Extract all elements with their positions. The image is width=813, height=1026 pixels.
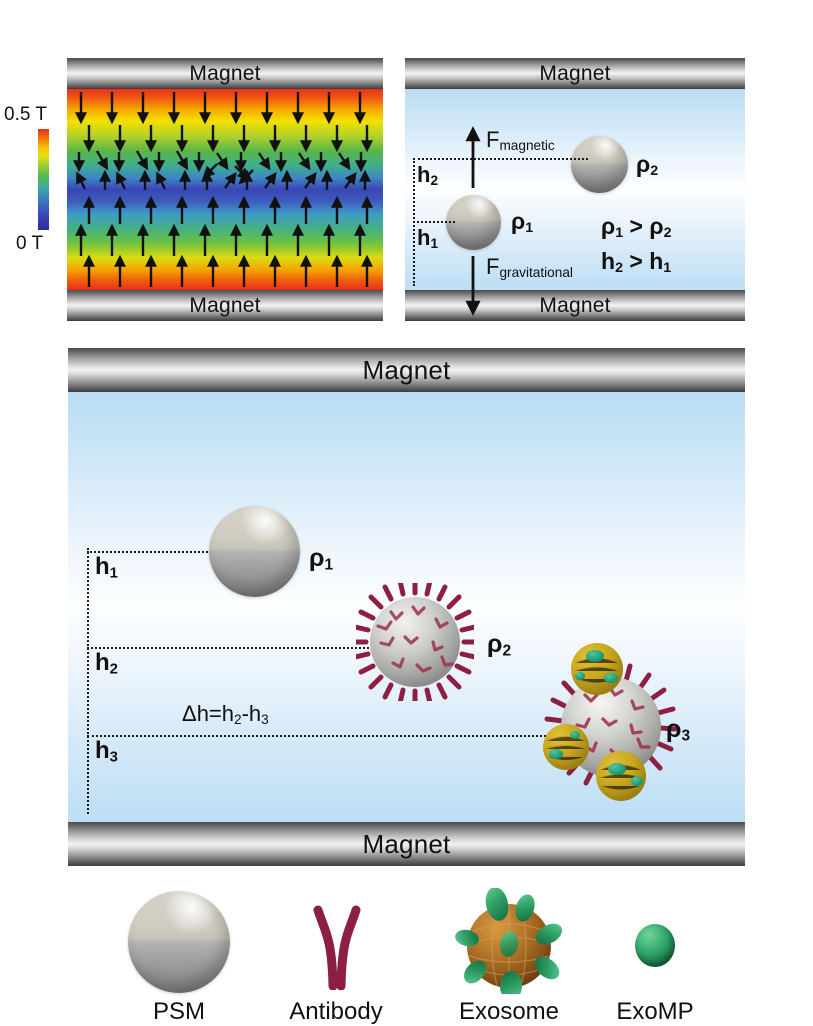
captured-exosome-left [543,724,589,770]
delta-h-label: Δh=h2-h3 [182,701,269,727]
legend-icon-exosome [453,887,565,1001]
f-gravitational-label: Fgravitational [486,254,573,280]
legend-label-exomp: ExoMP [616,998,694,1025]
h1-leader-line [413,221,455,223]
h2-label-panel3: h2 [95,649,118,678]
top-magnet-label-panel1: Magnet [189,61,261,85]
legend-icon-psm [128,891,230,993]
bottom-magnet-label-panel1: Magnet [189,293,261,317]
bottom-magnet-bar-panel2: Magnet [405,290,745,321]
h2-leader-line-panel3 [87,647,417,649]
top-magnet-bar-panel1: Magnet [67,58,383,89]
panel-levitation: Magnet Magnet h1 h2 h3 Δh=h2-h3 ρ1 [68,348,745,866]
legend-icon-exomp [635,924,675,967]
rho1-label-panel3: ρ1 [309,544,334,574]
top-magnet-label-panel2: Magnet [539,61,611,85]
panel-field-map: Magnet Magnet [67,58,383,321]
panel-forces: Magnet Magnet Fmagnetic Fgravitational h… [405,58,745,321]
h2-leader-line [413,158,588,160]
height-axis-panel3 [87,548,89,814]
rho3-label-panel3: ρ3 [666,715,691,745]
legend-label-psm: PSM [152,998,205,1025]
fluid-chamber-panel2 [405,89,745,290]
h1-label-panel2: h1 [417,225,439,251]
legend-label-exosome: Exosome [458,998,560,1025]
captured-exosome-bottom [596,751,646,801]
legend: PSM Antibody [0,878,813,1025]
h1-label-panel3: h1 [95,553,118,582]
h2-label-panel2: h2 [417,162,439,188]
top-magnet-bar-panel3: Magnet [68,348,745,392]
f-magnetic-label: Fmagnetic [486,127,555,153]
bottom-magnet-label-panel2: Magnet [539,293,611,317]
field-strength-colorbar [38,129,49,230]
top-magnet-label-panel3: Magnet [362,354,451,385]
colorbar-max-label: 0.5 T [4,104,47,125]
legend-label-antibody: Antibody [289,998,383,1025]
bottom-magnet-label-panel3: Magnet [362,828,451,859]
colorbar-min-label: 0 T [16,233,44,254]
bottom-magnet-bar-panel3: Magnet [68,822,745,866]
antibody-corona-rho2 [349,576,481,708]
psm-sphere-rho1-panel2 [446,195,501,250]
rho2-label-panel3: ρ2 [487,630,512,660]
rho1-label-panel2: ρ1 [511,208,534,237]
relation-density: ρ1 > ρ2 [601,213,672,242]
psm-sphere-rho1-panel3 [209,506,300,597]
h3-leader-line-panel3 [87,735,602,737]
antibody-coated-psm-rho2 [349,576,481,708]
rho2-label-panel2: ρ2 [636,151,659,180]
captured-exosome-top [571,643,623,695]
magnetic-field-map [67,89,383,290]
relation-height: h2 > h1 [601,248,672,277]
h1-leader-line-panel3 [87,551,287,553]
top-magnet-bar-panel2: Magnet [405,58,745,89]
h3-label-panel3: h3 [95,737,118,766]
psm-exosome-complex-rho3 [523,643,703,808]
psm-sphere-rho2-panel2 [571,136,628,193]
bottom-magnet-bar-panel1: Magnet [67,290,383,321]
legend-icon-antibody [313,905,361,990]
